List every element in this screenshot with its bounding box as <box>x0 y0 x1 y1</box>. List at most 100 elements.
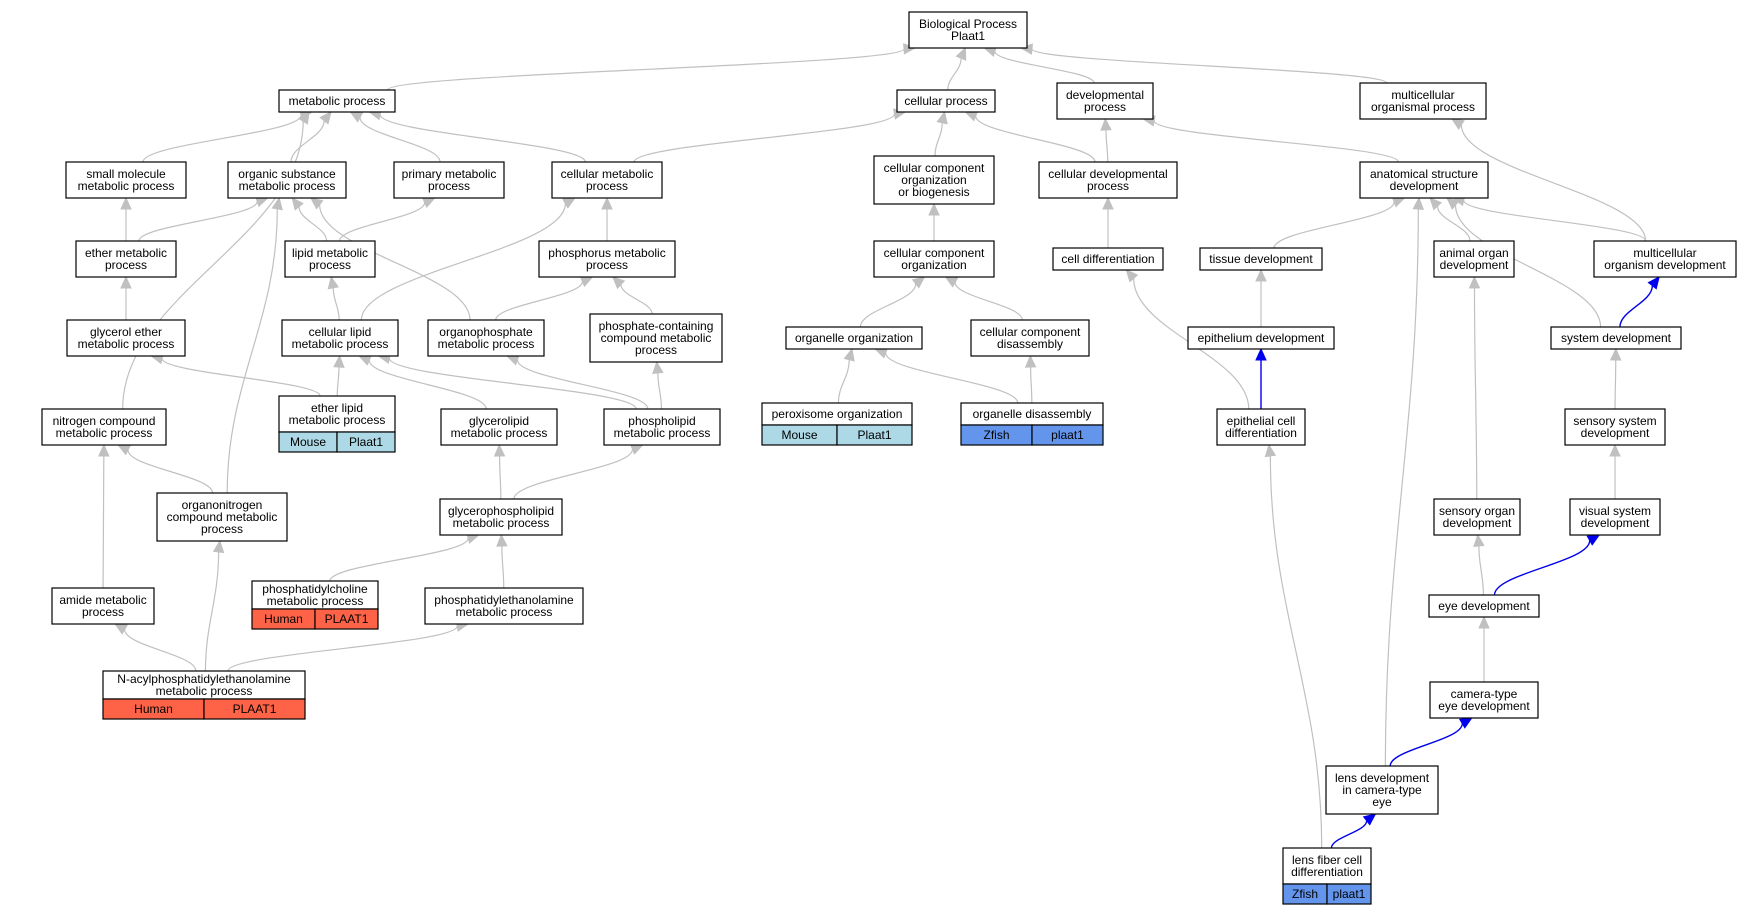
node-box <box>41 408 167 446</box>
node-label-line: development <box>1390 179 1459 193</box>
edge-ether-to-smallmol <box>120 196 132 241</box>
node-metabolic[interactable]: metabolic process <box>278 89 396 113</box>
edge-pethanol-to-glycerophos <box>496 533 508 589</box>
edge-epicell-to-epith <box>1255 347 1267 409</box>
node-box <box>1187 326 1335 350</box>
node-label-line: ether metabolic <box>85 246 167 260</box>
node-box <box>908 11 1028 49</box>
node-label-line: tissue development <box>1209 252 1313 266</box>
gene-cell <box>1326 883 1372 905</box>
node-box <box>1428 594 1540 618</box>
node-organelleorg[interactable]: organelle organization <box>785 326 923 350</box>
node-box <box>284 240 376 278</box>
node-label-line: eye development <box>1438 699 1530 713</box>
node-celldiff[interactable]: cell differentiation <box>1052 247 1164 271</box>
node-label-line: organism development <box>1604 258 1726 272</box>
edge-tissue-to-anatdev <box>1273 196 1406 249</box>
node-box <box>1550 326 1682 350</box>
node-nacyl[interactable]: N-acylphosphatidylethanolaminemetabolic … <box>102 670 306 720</box>
node-label-line: lens development <box>1335 771 1430 785</box>
node-sysdev[interactable]: system development <box>1550 326 1682 350</box>
node-box <box>65 161 187 199</box>
node-box <box>873 240 995 278</box>
node-eyedev[interactable]: eye development <box>1428 594 1540 618</box>
node-label-line: disassembly <box>997 337 1063 351</box>
node-box <box>424 587 584 625</box>
species-label: Human <box>264 612 303 626</box>
node-box <box>51 587 155 625</box>
edge-etherlipid-to-celllipid <box>333 354 345 397</box>
gene-cell <box>314 608 379 630</box>
gene-cell <box>203 698 306 720</box>
node-label-line: phosphorus metabolic <box>548 246 665 260</box>
node-label-line: organismal process <box>1371 100 1475 114</box>
node-label-line: in camera-type <box>1342 783 1422 797</box>
gene-label: Plaat1 <box>349 435 383 449</box>
node-box <box>1056 82 1154 120</box>
node-box <box>1569 498 1661 536</box>
node-label-line: metabolic process <box>56 426 153 440</box>
node-label-line: compound metabolic <box>167 510 278 524</box>
node-label-line: process <box>82 605 124 619</box>
edge-nacyl-to-amide <box>114 623 197 672</box>
node-box <box>393 161 505 199</box>
node-label-line: glycerolipid <box>469 414 529 428</box>
node-tissue[interactable]: tissue development <box>1199 247 1323 271</box>
node-cellular[interactable]: cellular process <box>896 89 996 113</box>
node-label-line: cellular component <box>884 161 985 175</box>
edge-organophos-to-orgsub <box>309 197 471 321</box>
node-label-line: organic substance <box>238 167 336 181</box>
species-label: Zfish <box>1292 887 1318 901</box>
edge-lensdev-to-anatdev <box>1384 196 1425 767</box>
node-label-line: process <box>309 258 351 272</box>
edge-lipid-to-primary <box>338 197 436 242</box>
node-box <box>1038 161 1178 199</box>
node-epith[interactable]: epithelium development <box>1187 326 1335 350</box>
node-label-line: phosphatidylcholine <box>262 582 368 596</box>
node-label-line: Biological Process <box>919 17 1017 31</box>
node-label-line: organophosphate <box>439 325 533 339</box>
node-box <box>970 319 1090 357</box>
node-label-line: glycerol ether <box>90 325 162 339</box>
node-label-line: metabolic process <box>438 337 535 351</box>
